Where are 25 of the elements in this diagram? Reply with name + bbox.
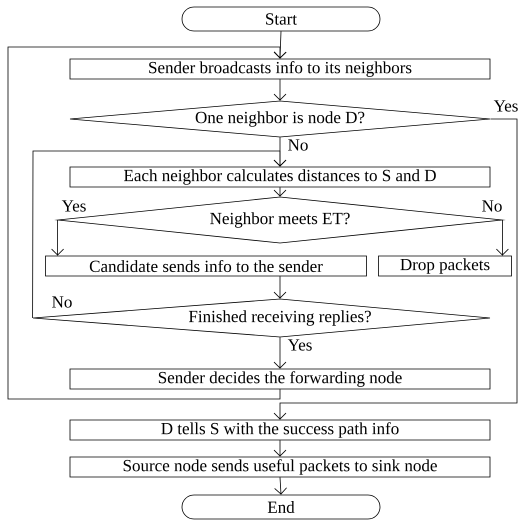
edge-label: Yes bbox=[494, 100, 518, 112]
arrow bbox=[274, 440, 286, 457]
arrow bbox=[496, 220, 509, 256]
edge-label: Yes bbox=[62, 200, 86, 212]
arrow bbox=[274, 477, 287, 495]
edge-label: No bbox=[288, 139, 308, 151]
process-box: Candidate sends info to the sender bbox=[45, 256, 367, 276]
edge-label: No bbox=[52, 296, 72, 308]
process-box: Sender broadcasts info to its neighbors bbox=[70, 58, 490, 80]
edge-label: Yes bbox=[288, 339, 312, 351]
arrow bbox=[274, 79, 286, 101]
process-box: Drop packets bbox=[378, 256, 512, 276]
arrow bbox=[8, 46, 286, 400]
terminal-box: Start bbox=[182, 6, 380, 32]
edge-label: No bbox=[482, 200, 502, 212]
arrow bbox=[51, 220, 64, 256]
terminal-box: End bbox=[182, 494, 380, 520]
process-box: Each neighbor calculates distances to S and D bbox=[70, 166, 490, 188]
process-box: Source node sends useful packets to sink node bbox=[70, 456, 490, 478]
process-box: D tells S with the success path info bbox=[70, 420, 490, 440]
arrow bbox=[274, 337, 286, 369]
arrow bbox=[32, 150, 286, 318]
process-box: Sender decides the forwarding node bbox=[70, 368, 490, 390]
arrow bbox=[274, 118, 518, 420]
arrow bbox=[274, 276, 286, 299]
